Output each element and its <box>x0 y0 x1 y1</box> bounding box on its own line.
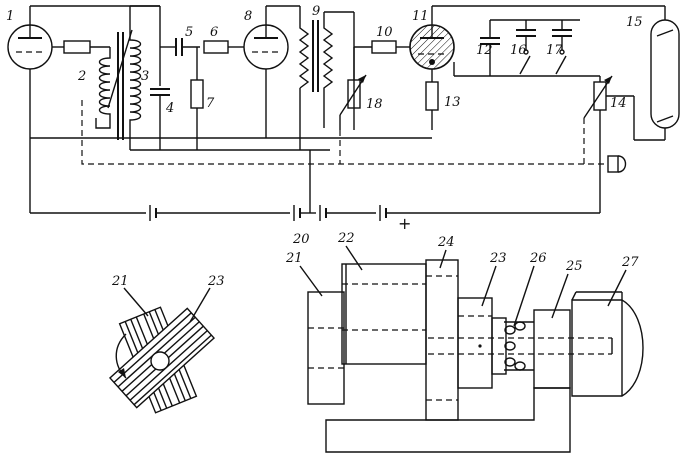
transformer-3 <box>107 5 161 150</box>
label-26: 26 <box>529 251 547 266</box>
label-10: 10 <box>376 25 393 40</box>
label-4: 4 <box>165 101 174 116</box>
drum-22 <box>341 263 427 365</box>
label-14: 14 <box>610 96 627 111</box>
label-20: 20 <box>292 232 310 247</box>
capacitor-5 <box>160 38 200 56</box>
motor-knob <box>607 155 627 173</box>
resistor-14 <box>583 75 665 213</box>
tube-11 <box>409 6 455 82</box>
resistor-grid <box>63 40 91 54</box>
label-17: 17 <box>546 43 563 58</box>
label-21b: 21 <box>111 274 129 289</box>
capacitor-bank <box>453 19 600 77</box>
label-2: 2 <box>77 69 86 84</box>
label-15: 15 <box>626 15 643 30</box>
housing-21 <box>307 291 345 405</box>
battery-20 <box>30 205 600 221</box>
label-16: 16 <box>510 43 527 58</box>
label-25: 25 <box>565 259 583 274</box>
resistor-6 <box>203 40 229 54</box>
tube-8 <box>243 5 300 138</box>
coil-2 <box>95 47 111 129</box>
resistor-13 <box>425 81 439 130</box>
mechanical-assembly: 21 22 24 23 26 25 27 <box>285 231 644 453</box>
label-18: 18 <box>366 97 383 112</box>
plus-sign: + <box>398 214 411 233</box>
transformer-9 <box>298 6 355 213</box>
label-8: 8 <box>244 9 252 24</box>
disc-hole <box>150 351 170 371</box>
label-12: 12 <box>476 43 493 58</box>
ring-24 <box>425 259 459 421</box>
label-23: 23 <box>489 251 507 266</box>
collar-25 <box>533 309 571 389</box>
circuit-schematic: 1 2 3 4 5 6 7 8 9 10 11 12 13 14 15 16 1… <box>6 4 680 247</box>
label-22: 22 <box>337 231 355 246</box>
label-7: 7 <box>206 96 215 111</box>
label-13: 13 <box>444 95 461 110</box>
capacitor-4 <box>150 88 170 150</box>
label-21: 21 <box>285 251 303 266</box>
label-5: 5 <box>185 25 193 40</box>
rotating-disc-sketch: 21 23 <box>108 274 225 414</box>
label-6: 6 <box>210 25 218 40</box>
resistor-10 <box>371 40 397 54</box>
label-24: 24 <box>437 235 455 250</box>
tube-1 <box>7 6 53 213</box>
label-1: 1 <box>6 9 14 24</box>
label-3: 3 <box>141 69 149 84</box>
label-11: 11 <box>412 9 429 24</box>
motor-23 <box>457 297 493 389</box>
neon-tube-15 <box>650 6 680 140</box>
label-27: 27 <box>621 255 639 270</box>
resistor-7 <box>190 47 204 150</box>
spring-26 <box>491 317 534 375</box>
lens-27 <box>571 291 644 397</box>
label-23b: 23 <box>207 274 225 289</box>
resistor-18 <box>339 47 367 130</box>
label-9: 9 <box>312 4 320 19</box>
